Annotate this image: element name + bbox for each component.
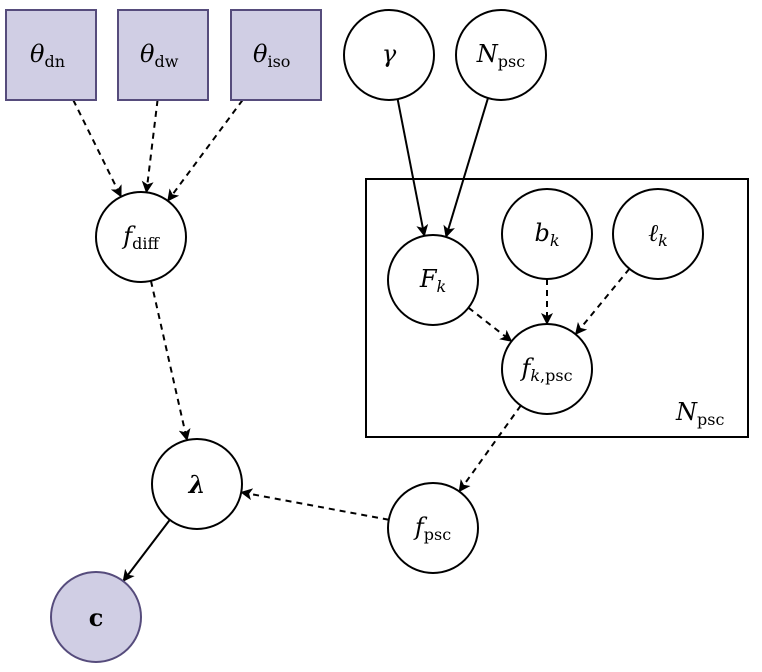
svg-text:θdn: θdn <box>30 40 65 71</box>
svg-text:θdw: θdw <box>140 40 179 71</box>
edge-l_k-to-f_kpsc <box>574 268 631 336</box>
node-b-k: bk <box>501 188 593 280</box>
node-lambda: λ <box>151 438 243 530</box>
svg-text:c: c <box>89 603 104 632</box>
node-theta-dw: θdw <box>117 9 209 101</box>
node-theta-dn: θdn <box>5 9 97 101</box>
edge-theta_dn-to-f_diff <box>72 99 122 198</box>
node-gamma: γ <box>343 9 435 101</box>
edge-theta_dw-to-f_diff <box>141 99 159 194</box>
svg-text:θiso: θiso <box>253 40 290 71</box>
node-theta-iso: θiso <box>230 9 322 101</box>
edges <box>72 97 631 582</box>
node-c: c <box>50 571 142 663</box>
edge-F_k-to-f_kpsc <box>467 306 513 343</box>
svg-text:fpsc: fpsc <box>413 513 451 544</box>
edge-N_psc-to-F_k <box>443 97 489 238</box>
node-f-k-psc: fk,psc <box>501 323 593 415</box>
edge-theta_iso-to-f_diff <box>167 99 244 202</box>
edge-lambda-to-c <box>122 519 171 582</box>
svg-text:λ: λ <box>188 470 206 499</box>
svg-text:γ: γ <box>382 40 397 68</box>
svg-text:Npsc: Npsc <box>476 40 525 71</box>
node-f-psc: fpsc <box>387 482 479 574</box>
node-l-k: ℓk <box>612 188 704 280</box>
plate-npsc <box>365 178 749 438</box>
node-F-k: Fk <box>387 234 479 326</box>
svg-text:ℓk: ℓk <box>648 219 668 250</box>
edge-f_kpsc-to-f_psc <box>458 404 522 493</box>
edge-f_diff-to-lambda <box>149 280 191 442</box>
svg-text:bk: bk <box>534 219 559 250</box>
edge-f_psc-to-lambda <box>240 488 389 521</box>
edge-gamma-to-F_k <box>396 98 429 237</box>
svg-text:Fk: Fk <box>419 265 446 296</box>
plate-label: Npsc <box>675 398 724 429</box>
node-f-diff: fdiff <box>95 191 187 283</box>
node-n-psc: Npsc <box>455 9 547 101</box>
